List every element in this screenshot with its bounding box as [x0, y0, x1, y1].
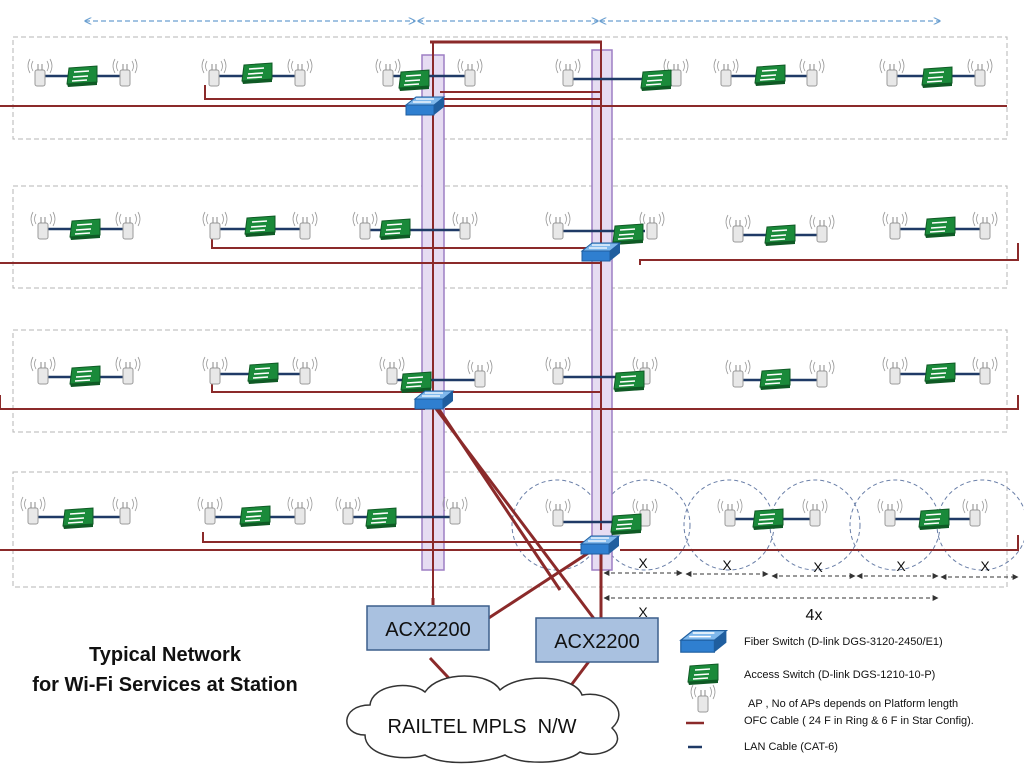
spacing-x-label-2: X	[722, 557, 732, 573]
diagram-title: Typical Network for Wi-Fi Services at St…	[0, 640, 330, 700]
legend-fiber-switch-text: Fiber Switch (D-link DGS-3120-2450/E1)	[744, 636, 943, 648]
spacing-total-label: 4x	[806, 607, 823, 624]
router-acx2200-right: ACX2200	[535, 617, 659, 663]
platform-row-3	[12, 329, 1008, 433]
legend-access-switch: Access Switch (D-link DGS-1210-10-P)	[687, 663, 935, 686]
fiber-pillars	[421, 49, 613, 571]
legend-lan-cable-text: LAN Cable (CAT-6)	[744, 741, 838, 753]
legend-access-switch-text: Access Switch (D-link DGS-1210-10-P)	[744, 669, 935, 681]
access-switches	[62, 62, 956, 536]
router-label: ACX2200	[554, 631, 640, 653]
platform-row-2	[12, 185, 1008, 289]
legend-fiber-switch: Fiber Switch (D-link DGS-3120-2450/E1)	[680, 629, 943, 653]
spacing-x-label-4: X	[896, 558, 906, 574]
title-line-2: for Wi-Fi Services at Station	[32, 674, 298, 696]
railtel-mpls-cloud: RAILTEL MPLS N/W	[346, 675, 620, 764]
legend: Fiber Switch (D-link DGS-3120-2450/E1) A…	[680, 629, 974, 753]
cloud-label: RAILTEL MPLS N/W	[388, 716, 577, 738]
legend-access-point-text: AP , No of APs depends on Platform lengt…	[748, 698, 958, 710]
access-points	[20, 58, 998, 527]
router-label: ACX2200	[385, 619, 471, 641]
spacing-labels: X X X X X X 4x	[638, 555, 990, 624]
spacing-x-label-5: X	[980, 558, 990, 574]
legend-ofc-cable-text: OFC Cable ( 24 F in Ring & 6 F in Star C…	[744, 715, 974, 727]
router-acx2200-left: ACX2200	[366, 605, 490, 651]
spacing-x-label-1: X	[638, 555, 648, 571]
platform-row-1	[12, 36, 1008, 140]
platform-row-4	[12, 471, 1008, 588]
spacing-x-label-3: X	[813, 559, 823, 575]
legend-access-point: AP , No of APs depends on Platform lengt…	[690, 684, 958, 713]
title-line-1: Typical Network	[89, 644, 241, 666]
spacing-x-label-6: X	[638, 604, 648, 620]
spacing-arrows	[603, 570, 1019, 601]
lan-cables	[33, 74, 985, 524]
fiber-switch-icon	[680, 629, 728, 653]
access-point-icon	[690, 684, 716, 713]
platform-rows	[12, 36, 1008, 588]
legend-ofc-cable: OFC Cable ( 24 F in Ring & 6 F in Star C…	[686, 715, 974, 727]
legend-lan-cable: LAN Cable (CAT-6)	[688, 741, 838, 753]
access-switch-icon	[687, 663, 719, 686]
ofc-cables	[0, 40, 1019, 701]
